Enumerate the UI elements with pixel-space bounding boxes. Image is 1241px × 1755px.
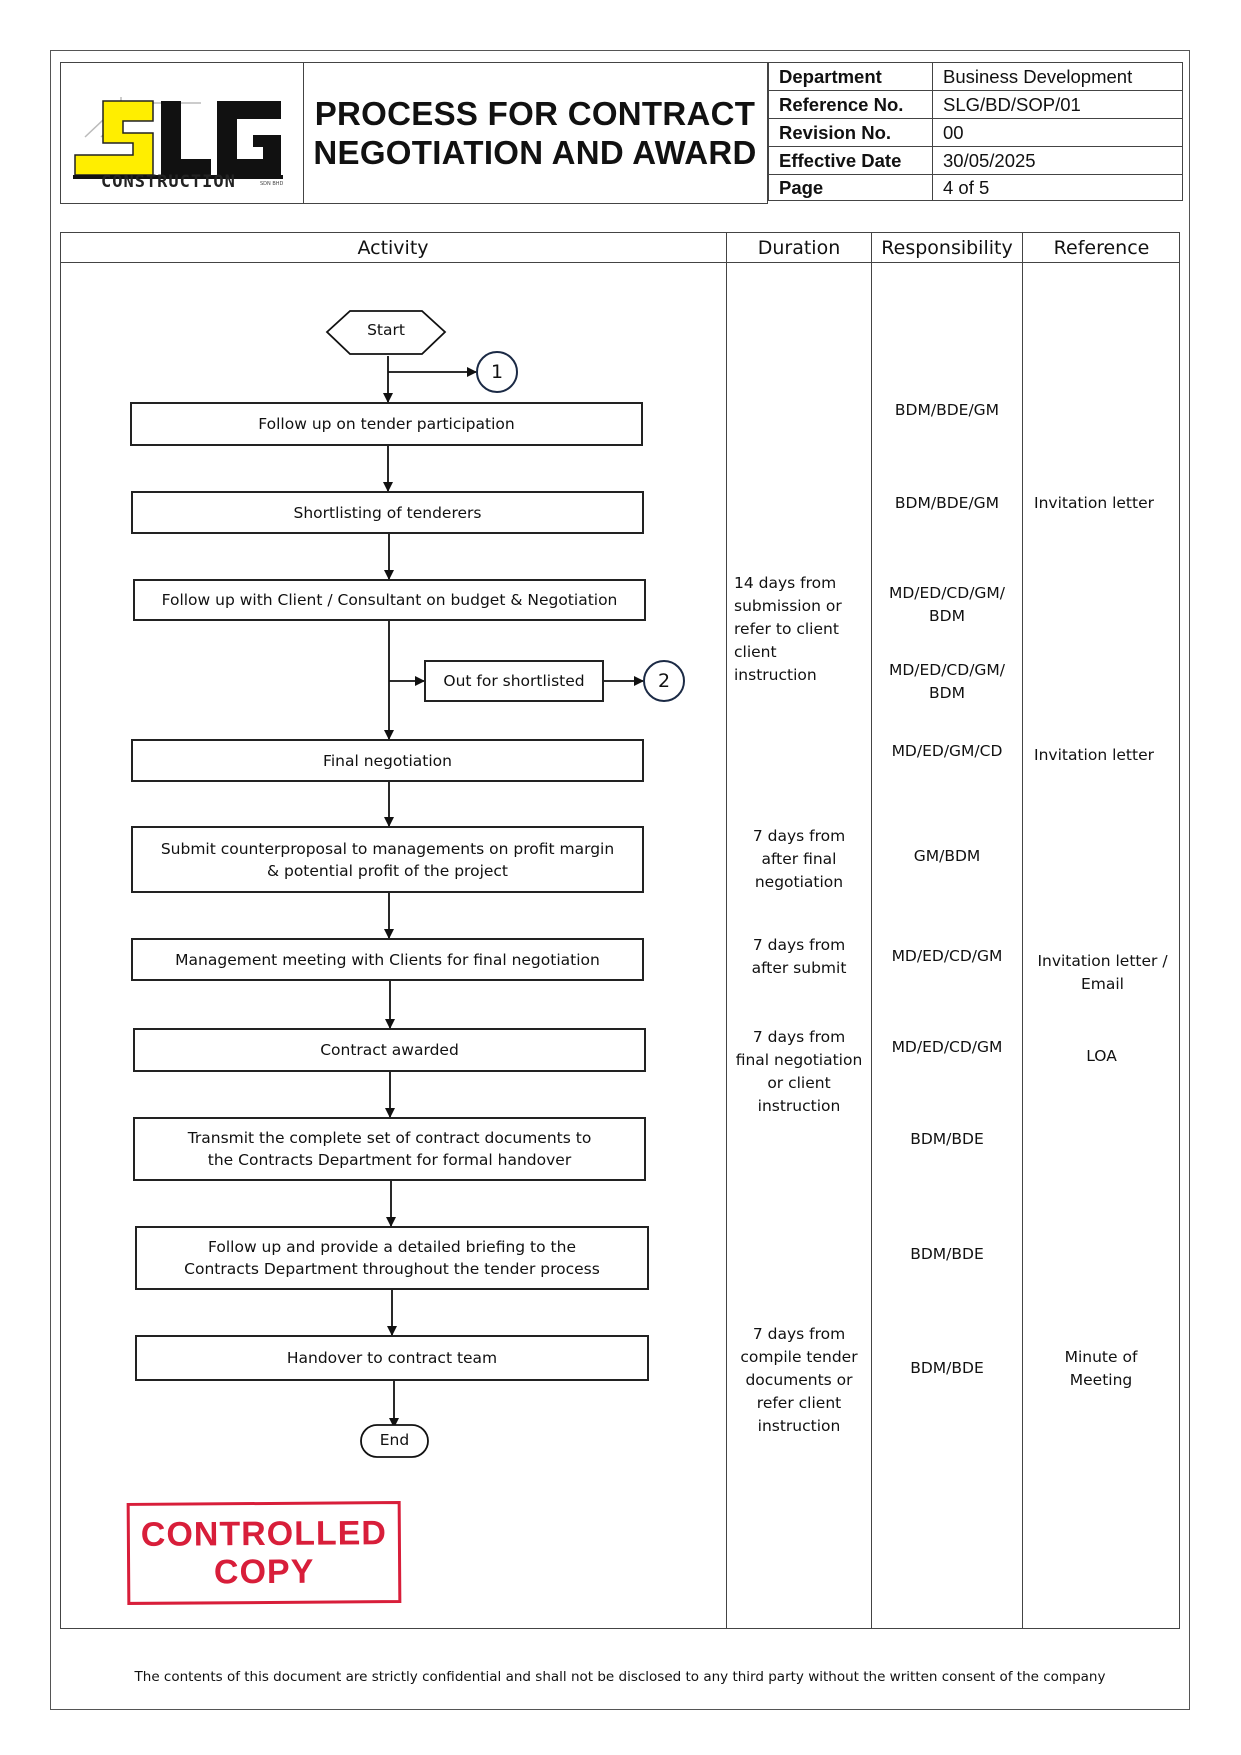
- responsibility-cell: BDM/BDE: [910, 1245, 984, 1263]
- column-divider: [1022, 232, 1023, 1629]
- flow-step-shortlisting: Shortlisting of tenderers: [131, 491, 644, 534]
- reference-cell: Minute of Meeting: [1064, 1348, 1138, 1389]
- meta-key: Department: [768, 62, 933, 91]
- meta-row-effective-date: Effective Date 30/05/2025: [768, 146, 1183, 175]
- reference-cell: Invitation letter: [1034, 746, 1154, 764]
- flow-step-handover: Handover to contract team: [135, 1335, 649, 1381]
- duration-cell: 7 days from after final negotiation: [752, 827, 846, 891]
- logo-subtext: CONSTRUCTION: [101, 172, 236, 192]
- meta-row-page: Page 4 of 5: [768, 174, 1183, 201]
- meta-key: Page: [768, 174, 933, 201]
- meta-row-reference: Reference No. SLG/BD/SOP/01: [768, 90, 1183, 119]
- document-title-line2: NEGOTIATION AND AWARD: [313, 134, 757, 171]
- responsibility-cell: BDM/BDE: [910, 1359, 984, 1377]
- meta-key: Revision No.: [768, 118, 933, 147]
- meta-value: Business Development: [932, 62, 1183, 91]
- reference-cell: LOA: [1086, 1047, 1117, 1065]
- flow-step-client-negotiation: Follow up with Client / Consultant on bu…: [133, 579, 646, 621]
- responsibility-cell: MD/ED/GM/CD: [891, 742, 1003, 760]
- flow-step-briefing: Follow up and provide a detailed briefin…: [135, 1226, 649, 1290]
- meta-value: SLG/BD/SOP/01: [932, 90, 1183, 119]
- responsibility-cell: BDM/BDE/GM: [894, 401, 1000, 419]
- flow-step-transmit-documents: Transmit the complete set of contract do…: [133, 1117, 646, 1181]
- document-title-line1: PROCESS FOR CONTRACT: [314, 95, 756, 132]
- responsibility-cell: MD/ED/CD/GM/ BDM: [888, 584, 1006, 625]
- responsibility-cell: MD/ED/CD/GM: [891, 1038, 1003, 1056]
- flow-step-tender-participation: Follow up on tender participation: [130, 402, 643, 446]
- duration-cell: 7 days from compile tender documents or …: [740, 1325, 858, 1435]
- flow-step-counterproposal: Submit counterproposal to managements on…: [131, 826, 644, 893]
- flow-step-final-negotiation: Final negotiation: [131, 739, 644, 782]
- meta-key: Effective Date: [768, 146, 933, 175]
- column-header-responsibility: Responsibility: [881, 236, 1013, 259]
- page-frame: [50, 50, 1190, 1710]
- off-page-connector-2: 2: [657, 670, 671, 692]
- duration-cell: 7 days from after submit: [751, 936, 847, 977]
- meta-value: 00: [932, 118, 1183, 147]
- flow-step-management-meeting: Management meeting with Clients for fina…: [131, 938, 644, 981]
- end-terminator: End: [379, 1431, 410, 1449]
- logo-registration: SDN BHD: [260, 181, 284, 187]
- confidentiality-footer: The contents of this document are strict…: [134, 1669, 1106, 1685]
- process-table: [60, 232, 1180, 1629]
- meta-key: Reference No.: [768, 90, 933, 119]
- column-divider: [726, 232, 727, 1629]
- responsibility-cell: BDM/BDE: [910, 1130, 984, 1148]
- reference-cell: Invitation letter: [1034, 494, 1154, 512]
- company-logo-cell: CONSTRUCTION SDN BHD: [60, 62, 304, 204]
- off-page-connector-1: 1: [490, 361, 504, 383]
- meta-value: 4 of 5: [932, 174, 1183, 201]
- column-header-duration: Duration: [757, 236, 841, 259]
- controlled-copy-stamp: CONTROLLED COPY: [126, 1501, 402, 1605]
- responsibility-cell: MD/ED/CD/GM: [891, 947, 1003, 965]
- document-meta-table: Department Business Development Referenc…: [768, 62, 1183, 201]
- stamp-line2: COPY: [213, 1552, 315, 1592]
- company-logo: [73, 97, 283, 179]
- responsibility-cell: BDM/BDE/GM: [894, 494, 1000, 512]
- responsibility-cell: MD/ED/CD/GM/ BDM: [888, 661, 1006, 702]
- flow-step-out-for-shortlisted: Out for shortlisted: [424, 660, 604, 702]
- meta-value: 30/05/2025: [932, 146, 1183, 175]
- duration-cell: 14 days from submission or refer to clie…: [734, 574, 842, 684]
- document-title-cell: PROCESS FOR CONTRACT NEGOTIATION AND AWA…: [303, 62, 768, 204]
- column-header-activity: Activity: [357, 236, 429, 259]
- column-divider: [871, 232, 872, 1629]
- responsibility-cell: GM/BDM: [913, 847, 981, 865]
- stamp-line1: CONTROLLED: [140, 1514, 388, 1554]
- reference-cell: Invitation letter / Email: [1037, 952, 1168, 993]
- header-row-divider: [60, 262, 1180, 263]
- duration-cell: 7 days from final negotiation or client …: [735, 1028, 863, 1115]
- flow-step-contract-awarded: Contract awarded: [133, 1028, 646, 1072]
- meta-row-revision: Revision No. 00: [768, 118, 1183, 147]
- meta-row-department: Department Business Development: [768, 62, 1183, 91]
- column-header-reference: Reference: [1053, 236, 1150, 259]
- start-terminator: Start: [367, 321, 405, 339]
